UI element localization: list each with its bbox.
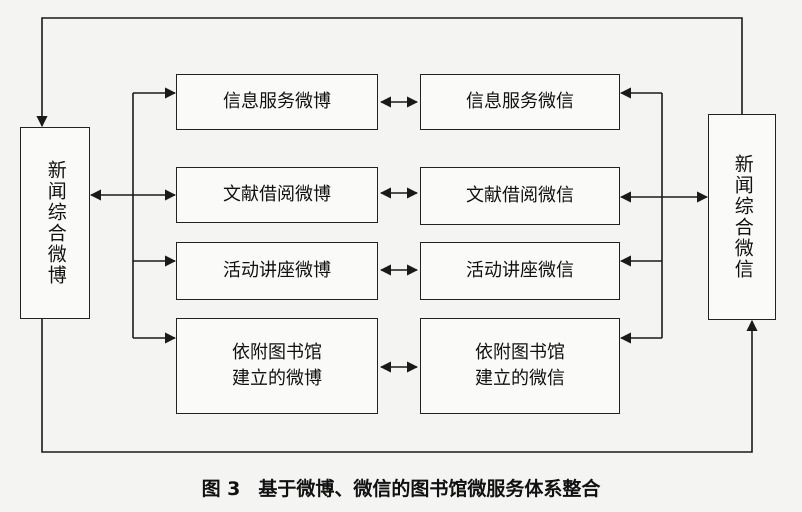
weixin-box-info-service: 信息服务微信	[420, 74, 620, 130]
weixin-box-library-affiliated: 依附图书馆 建立的微信	[420, 318, 620, 414]
top-loop-connector	[36, 17, 743, 128]
weixin-box-activity-lecture: 活动讲座微信	[420, 242, 620, 300]
figure-title: 基于微博、微信的图书馆微服务体系整合	[258, 478, 601, 500]
weibo-box-label: 信息服务微博	[223, 90, 331, 112]
weibo-box-label: 文献借阅微博	[223, 183, 331, 205]
weixin-box-document-lending: 文献借阅微信	[420, 167, 620, 225]
weixin-box-label: 活动讲座微信	[466, 259, 574, 281]
weibo-box-library-affiliated: 依附图书馆 建立的微博	[176, 318, 378, 414]
weixin-box-label: 依附图书馆 建立的微信	[475, 341, 565, 389]
weixin-box-label: 文献借阅微信	[466, 184, 574, 206]
left-box-news-weibo: 新闻综合微博	[20, 127, 90, 319]
weibo-box-info-service: 信息服务微博	[176, 74, 378, 130]
weixin-box-label: 信息服务微信	[466, 90, 574, 112]
weibo-box-document-lending: 文献借阅微博	[176, 167, 378, 223]
left-box-label: 新闻综合微博	[44, 160, 67, 286]
figure-number: 图 3	[201, 478, 241, 500]
weibo-box-activity-lecture: 活动讲座微博	[176, 242, 378, 300]
figure-caption: 图 3 基于微博、微信的图书馆微服务体系整合	[0, 474, 802, 501]
right-box-news-weixin: 新闻综合微信	[708, 114, 776, 320]
bottom-loop-connector	[41, 319, 758, 453]
weibo-box-label: 依附图书馆 建立的微博	[232, 341, 322, 389]
right-box-label: 新闻综合微信	[731, 154, 754, 280]
weibo-box-label: 活动讲座微博	[223, 259, 331, 281]
